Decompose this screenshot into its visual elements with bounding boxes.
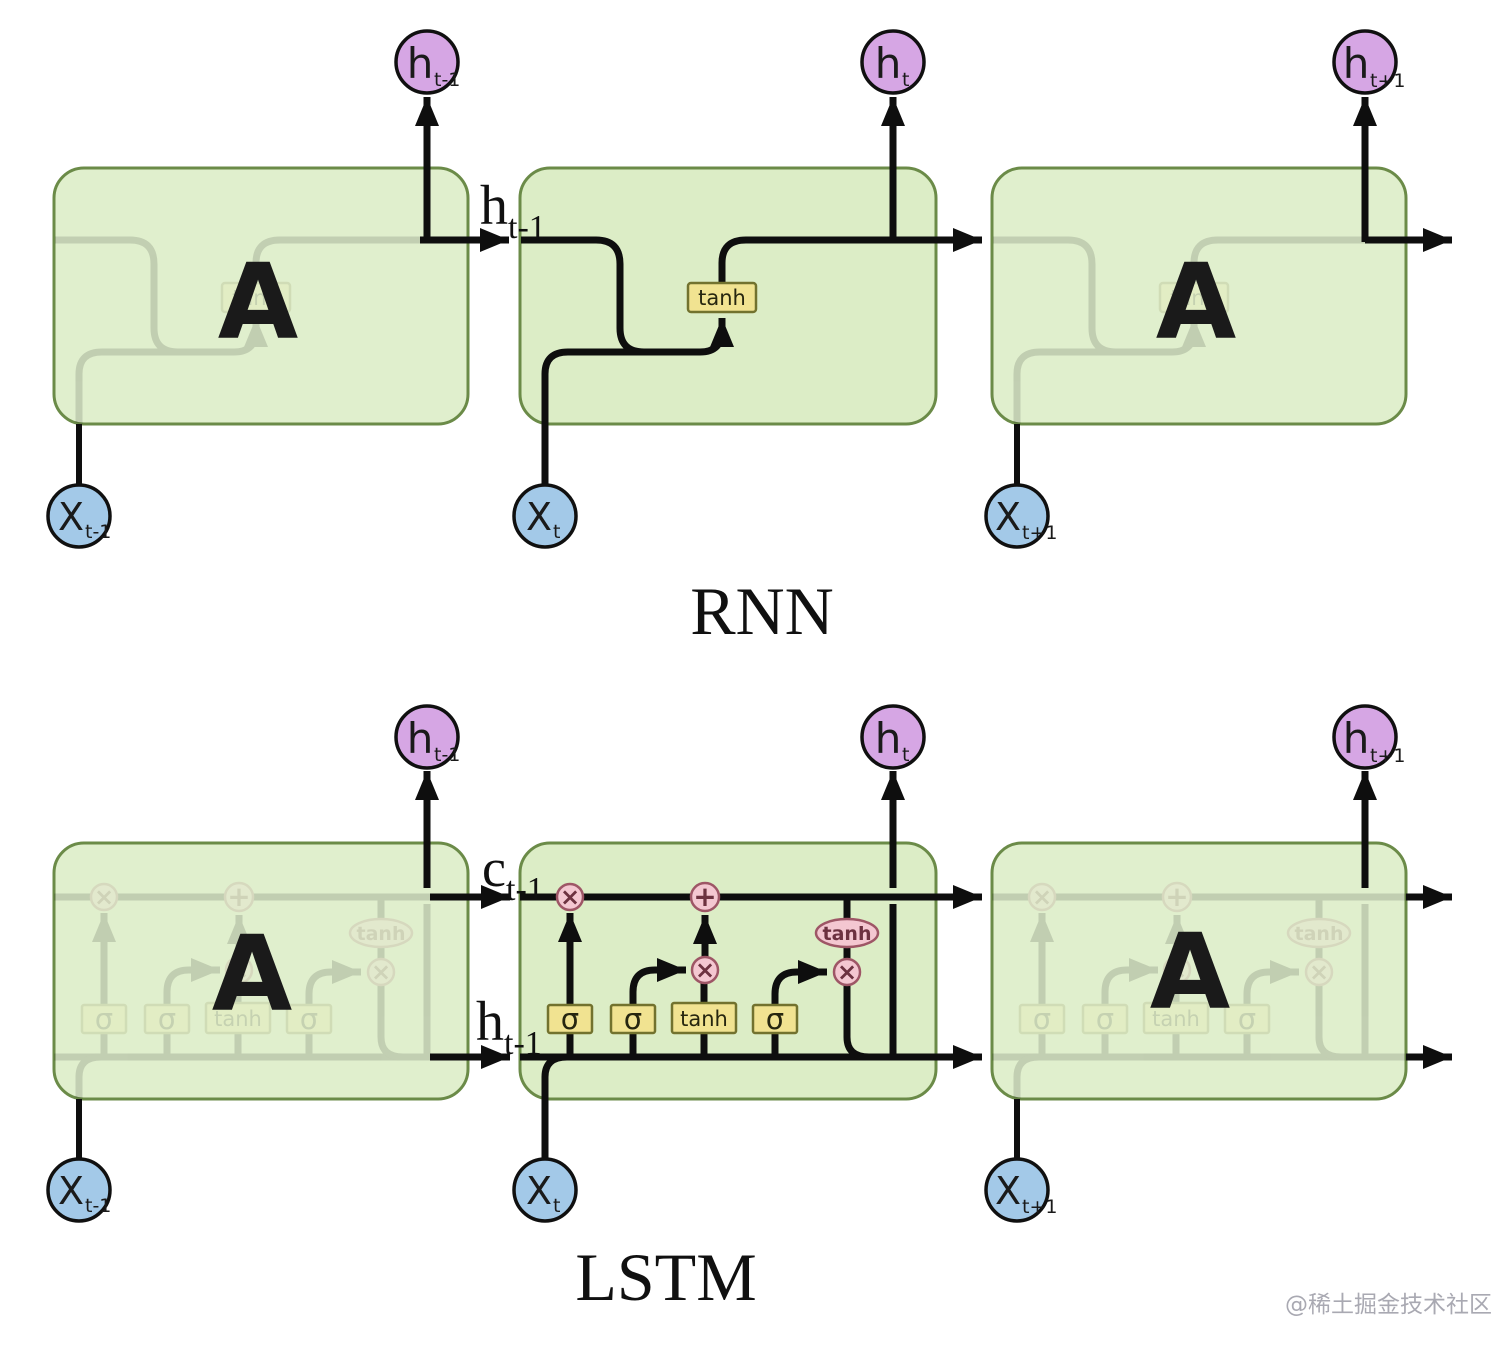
x-node-label: X — [58, 495, 84, 539]
cell-label: A — [1150, 911, 1231, 1033]
c-prev-flow-sub: t-1 — [506, 871, 544, 908]
h-node-label: h — [1343, 39, 1370, 88]
x-node-label: X — [995, 495, 1021, 539]
x-next-node — [984, 483, 1050, 549]
h-node-sub: t — [902, 744, 909, 766]
x-node-label: X — [526, 495, 552, 539]
h-node-sub: t+1 — [1370, 70, 1405, 92]
h-cur-node — [860, 29, 926, 95]
x-node-sub: t — [553, 521, 560, 543]
h-prev-node — [394, 704, 460, 770]
x-cur-node — [512, 1157, 578, 1223]
h-node-sub: t-1 — [434, 69, 460, 91]
h-node-label: h — [875, 714, 902, 763]
cell-label: A — [218, 241, 299, 363]
h-node-sub: t-1 — [434, 744, 460, 766]
rnn-row: A A h t-1 h t-1 h t h t+1 X t-1 X t X t+… — [46, 29, 1452, 649]
cell-label: A — [1156, 241, 1237, 363]
h-node-sub: t+1 — [1370, 745, 1405, 767]
h-node-label: h — [875, 39, 902, 88]
x-next-node — [984, 1157, 1050, 1223]
h-node-label: h — [407, 714, 434, 763]
h-cur-node — [860, 704, 926, 770]
x-node-label: X — [526, 1169, 552, 1213]
watermark: @稀土掘金技术社区 — [1285, 1292, 1492, 1318]
h-next-node — [1332, 29, 1398, 95]
x-node-sub: t-1 — [85, 1195, 111, 1217]
x-node-sub: t+1 — [1022, 1196, 1057, 1218]
c-prev-flow-label: c — [482, 838, 506, 898]
h-prev-flow-label: h — [476, 991, 504, 1053]
x-prev-node — [46, 483, 112, 549]
x-node-sub: t+1 — [1022, 522, 1057, 544]
lstm-cell-current — [518, 841, 938, 1101]
h-node-label: h — [1343, 714, 1370, 763]
cell-label: A — [212, 913, 293, 1035]
x-node-label: X — [995, 1169, 1021, 1213]
x-node-sub: t-1 — [85, 521, 111, 543]
h-prev-flow-sub: t-1 — [508, 209, 546, 246]
h-prev-flow-label: h — [480, 175, 508, 237]
h-prev-flow-sub: t-1 — [504, 1025, 542, 1062]
rnn-title: RNN — [690, 573, 834, 649]
x-cur-node — [512, 483, 578, 549]
lstm-row: A A c t-1 h t-1 h t-1 h t h t+1 X t-1 X … — [46, 704, 1452, 1315]
x-node-label: X — [58, 1169, 84, 1213]
h-prev-node — [394, 29, 460, 95]
h-node-label: h — [407, 39, 434, 88]
h-node-sub: t — [902, 69, 909, 91]
x-node-sub: t — [553, 1195, 560, 1217]
h-next-node — [1332, 704, 1398, 770]
lstm-title: LSTM — [575, 1239, 756, 1315]
x-prev-node — [46, 1157, 112, 1223]
